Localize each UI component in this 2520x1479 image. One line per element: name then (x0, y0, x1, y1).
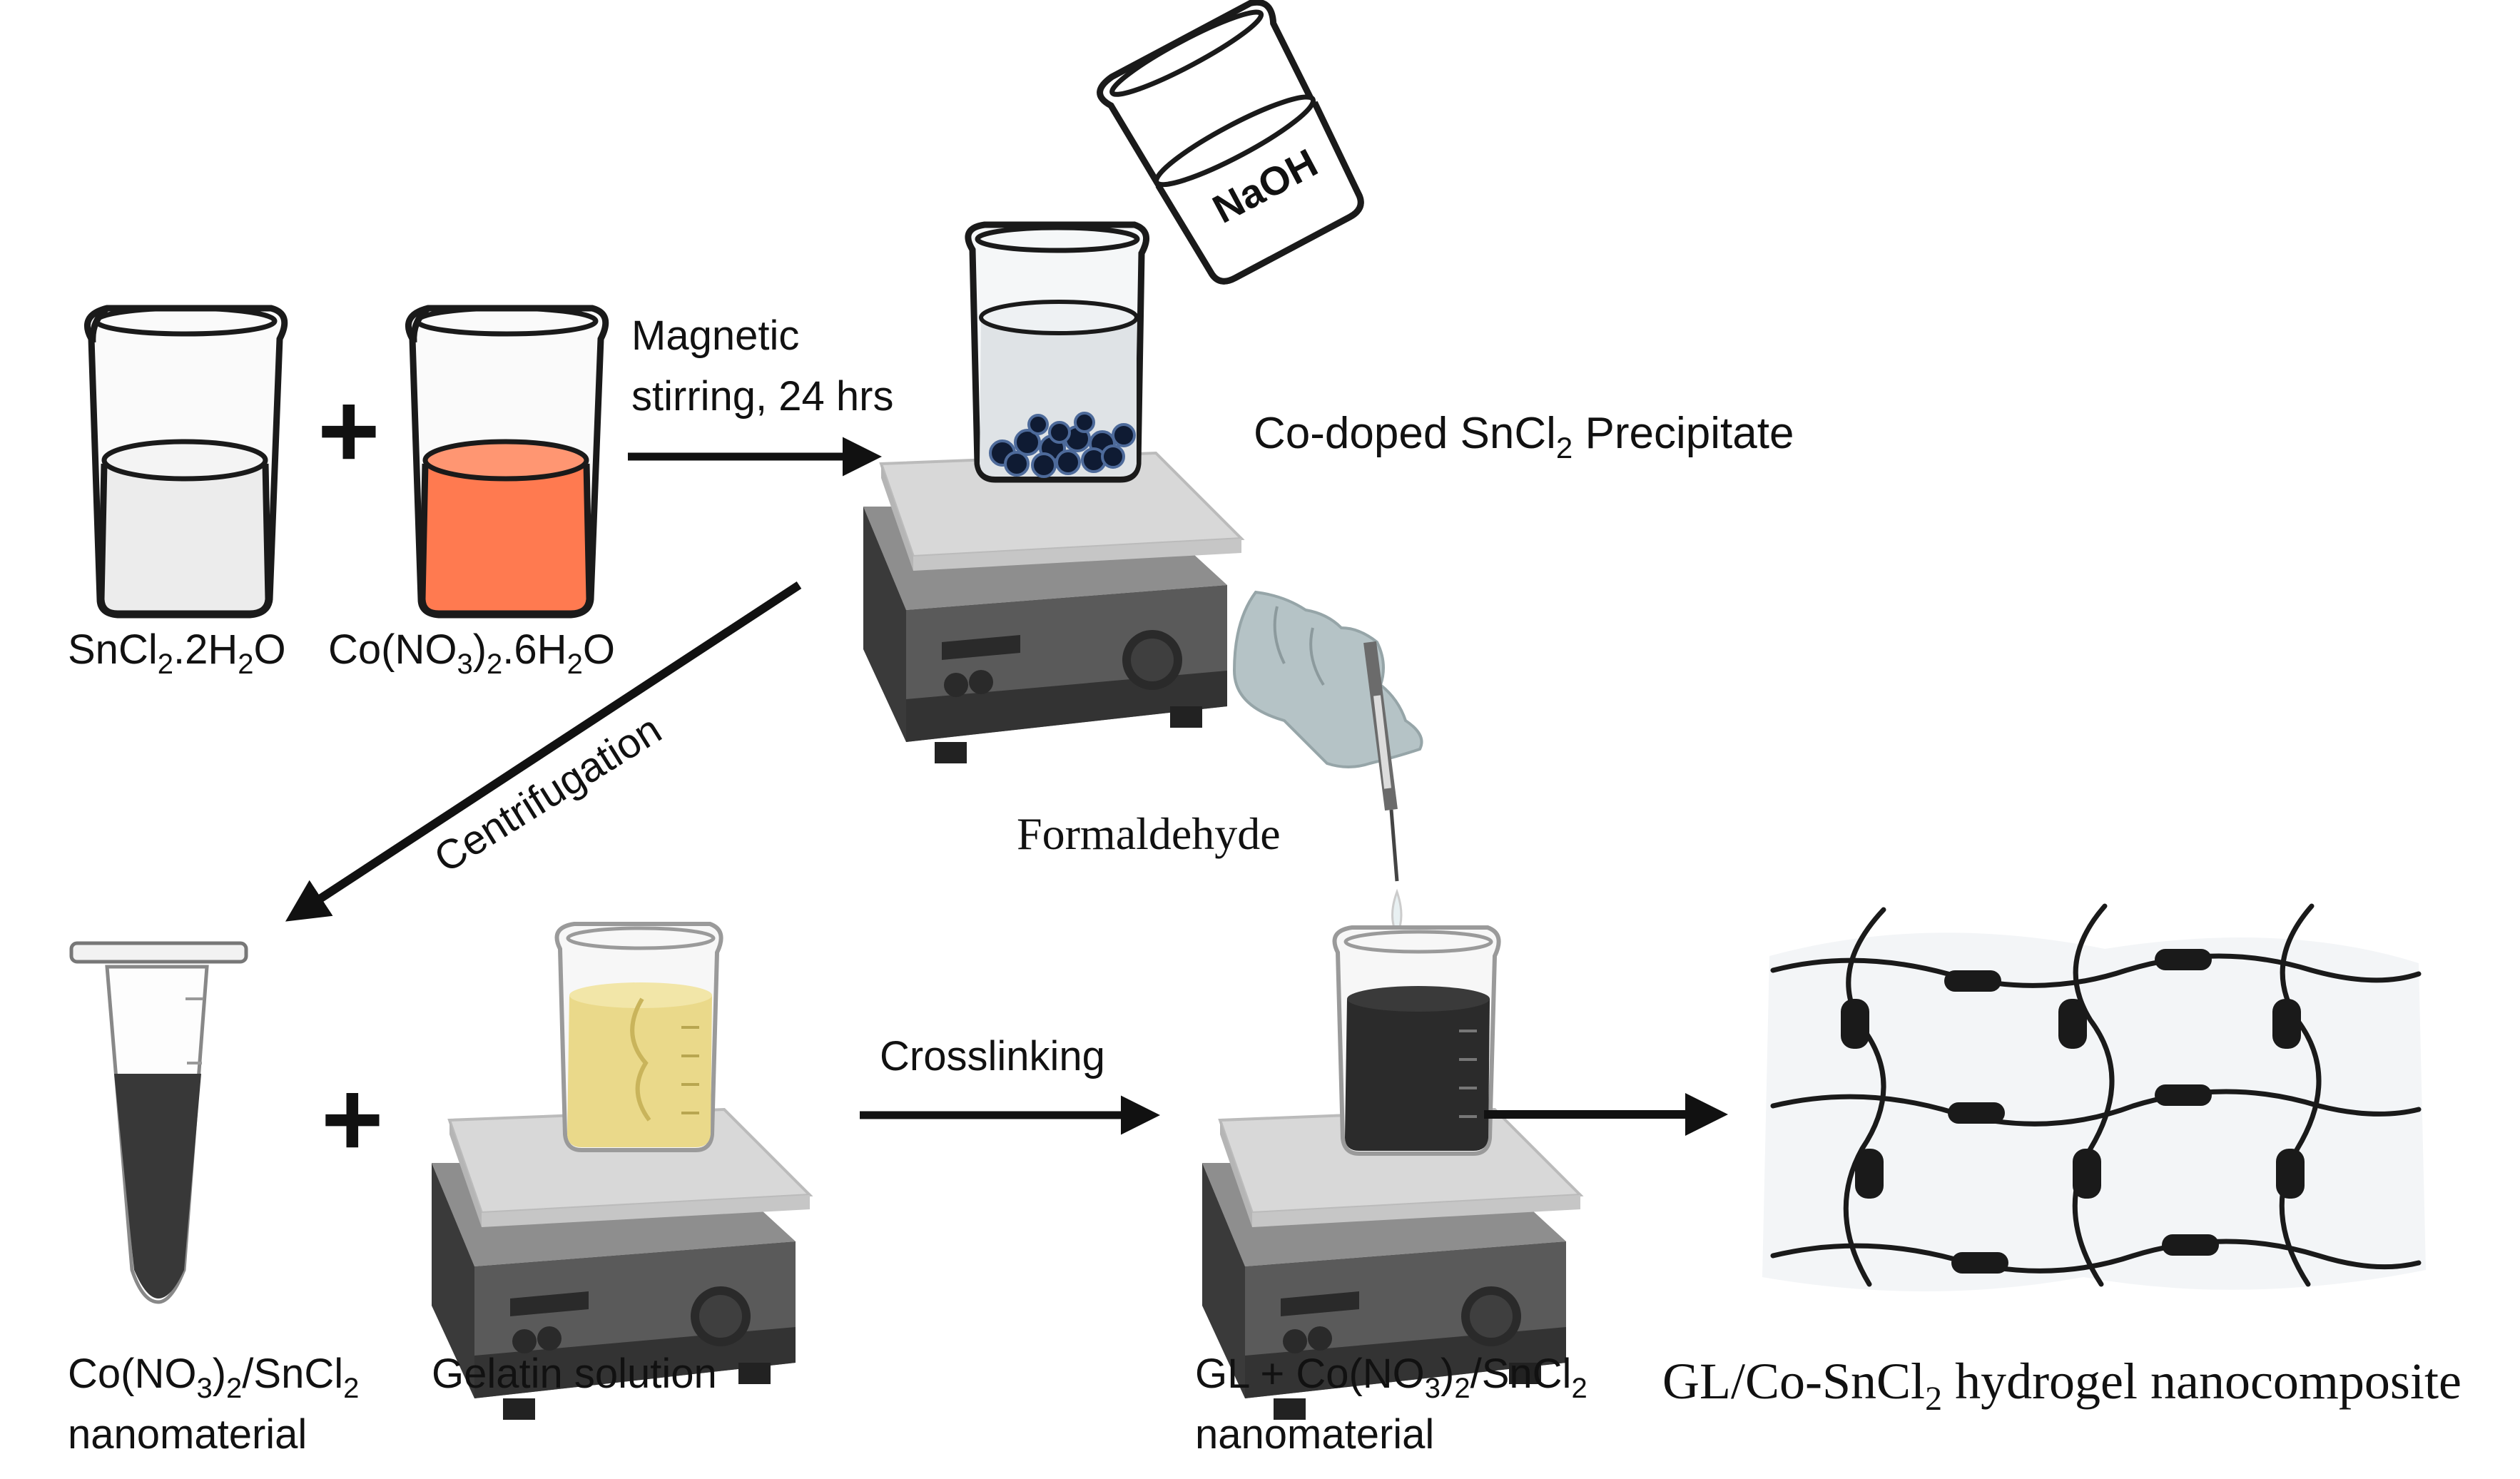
sncl2-label: SnCl2.2H2O (68, 626, 286, 680)
syringe-icon (1363, 641, 1403, 937)
gelatin-label: Gelatin solution (432, 1351, 717, 1397)
stirring-label-line2: stirring, 24 hrs (631, 373, 893, 420)
gl-nanomaterial-label-line1: GL + Co(NO3)2/SnCl2 (1195, 1351, 1587, 1404)
gl-nanomaterial-label-line2: nanomaterial (1195, 1411, 1434, 1458)
cobalt-nitrate-label: Co(NO3)2.6H2O (328, 626, 615, 680)
formaldehyde-label: Formaldehyde (1017, 808, 1281, 859)
centrifuge-tube-icon (69, 941, 248, 1304)
precipitate-label: Co-doped SnCl2 Precipitate (1254, 409, 1794, 464)
hydrogel-network-icon (1762, 903, 2426, 1291)
centrifugation-label: Centrifugation (426, 706, 669, 882)
nanomaterial-label-line1: Co(NO3)2/SnCl2 (68, 1351, 359, 1404)
hydrogel-label: GL/Co-SnCl2 hydrogel nanocomposite (1662, 1353, 2461, 1418)
stirring-label-line1: Magnetic (631, 312, 799, 359)
gelatin-beaker-icon (554, 922, 723, 1152)
sncl2-beaker-icon (87, 308, 284, 615)
precipitate-beaker-icon (965, 221, 1150, 483)
nanomaterial-label-line2: nanomaterial (68, 1411, 307, 1458)
cobalt-nitrate-beaker-icon (408, 308, 605, 615)
gl-mixture-beaker-icon (1332, 925, 1501, 1156)
crosslinking-label: Crosslinking (880, 1033, 1105, 1079)
plus-sign-2: + (321, 1059, 384, 1179)
naoh-beaker-icon: NaOH (1097, 0, 1364, 285)
centrifugation-arrow-icon (285, 581, 802, 922)
hot-plate-stirrer-icon-top (862, 452, 1243, 765)
plus-sign-1: + (317, 370, 380, 490)
glove-hand-icon (1232, 590, 1423, 768)
